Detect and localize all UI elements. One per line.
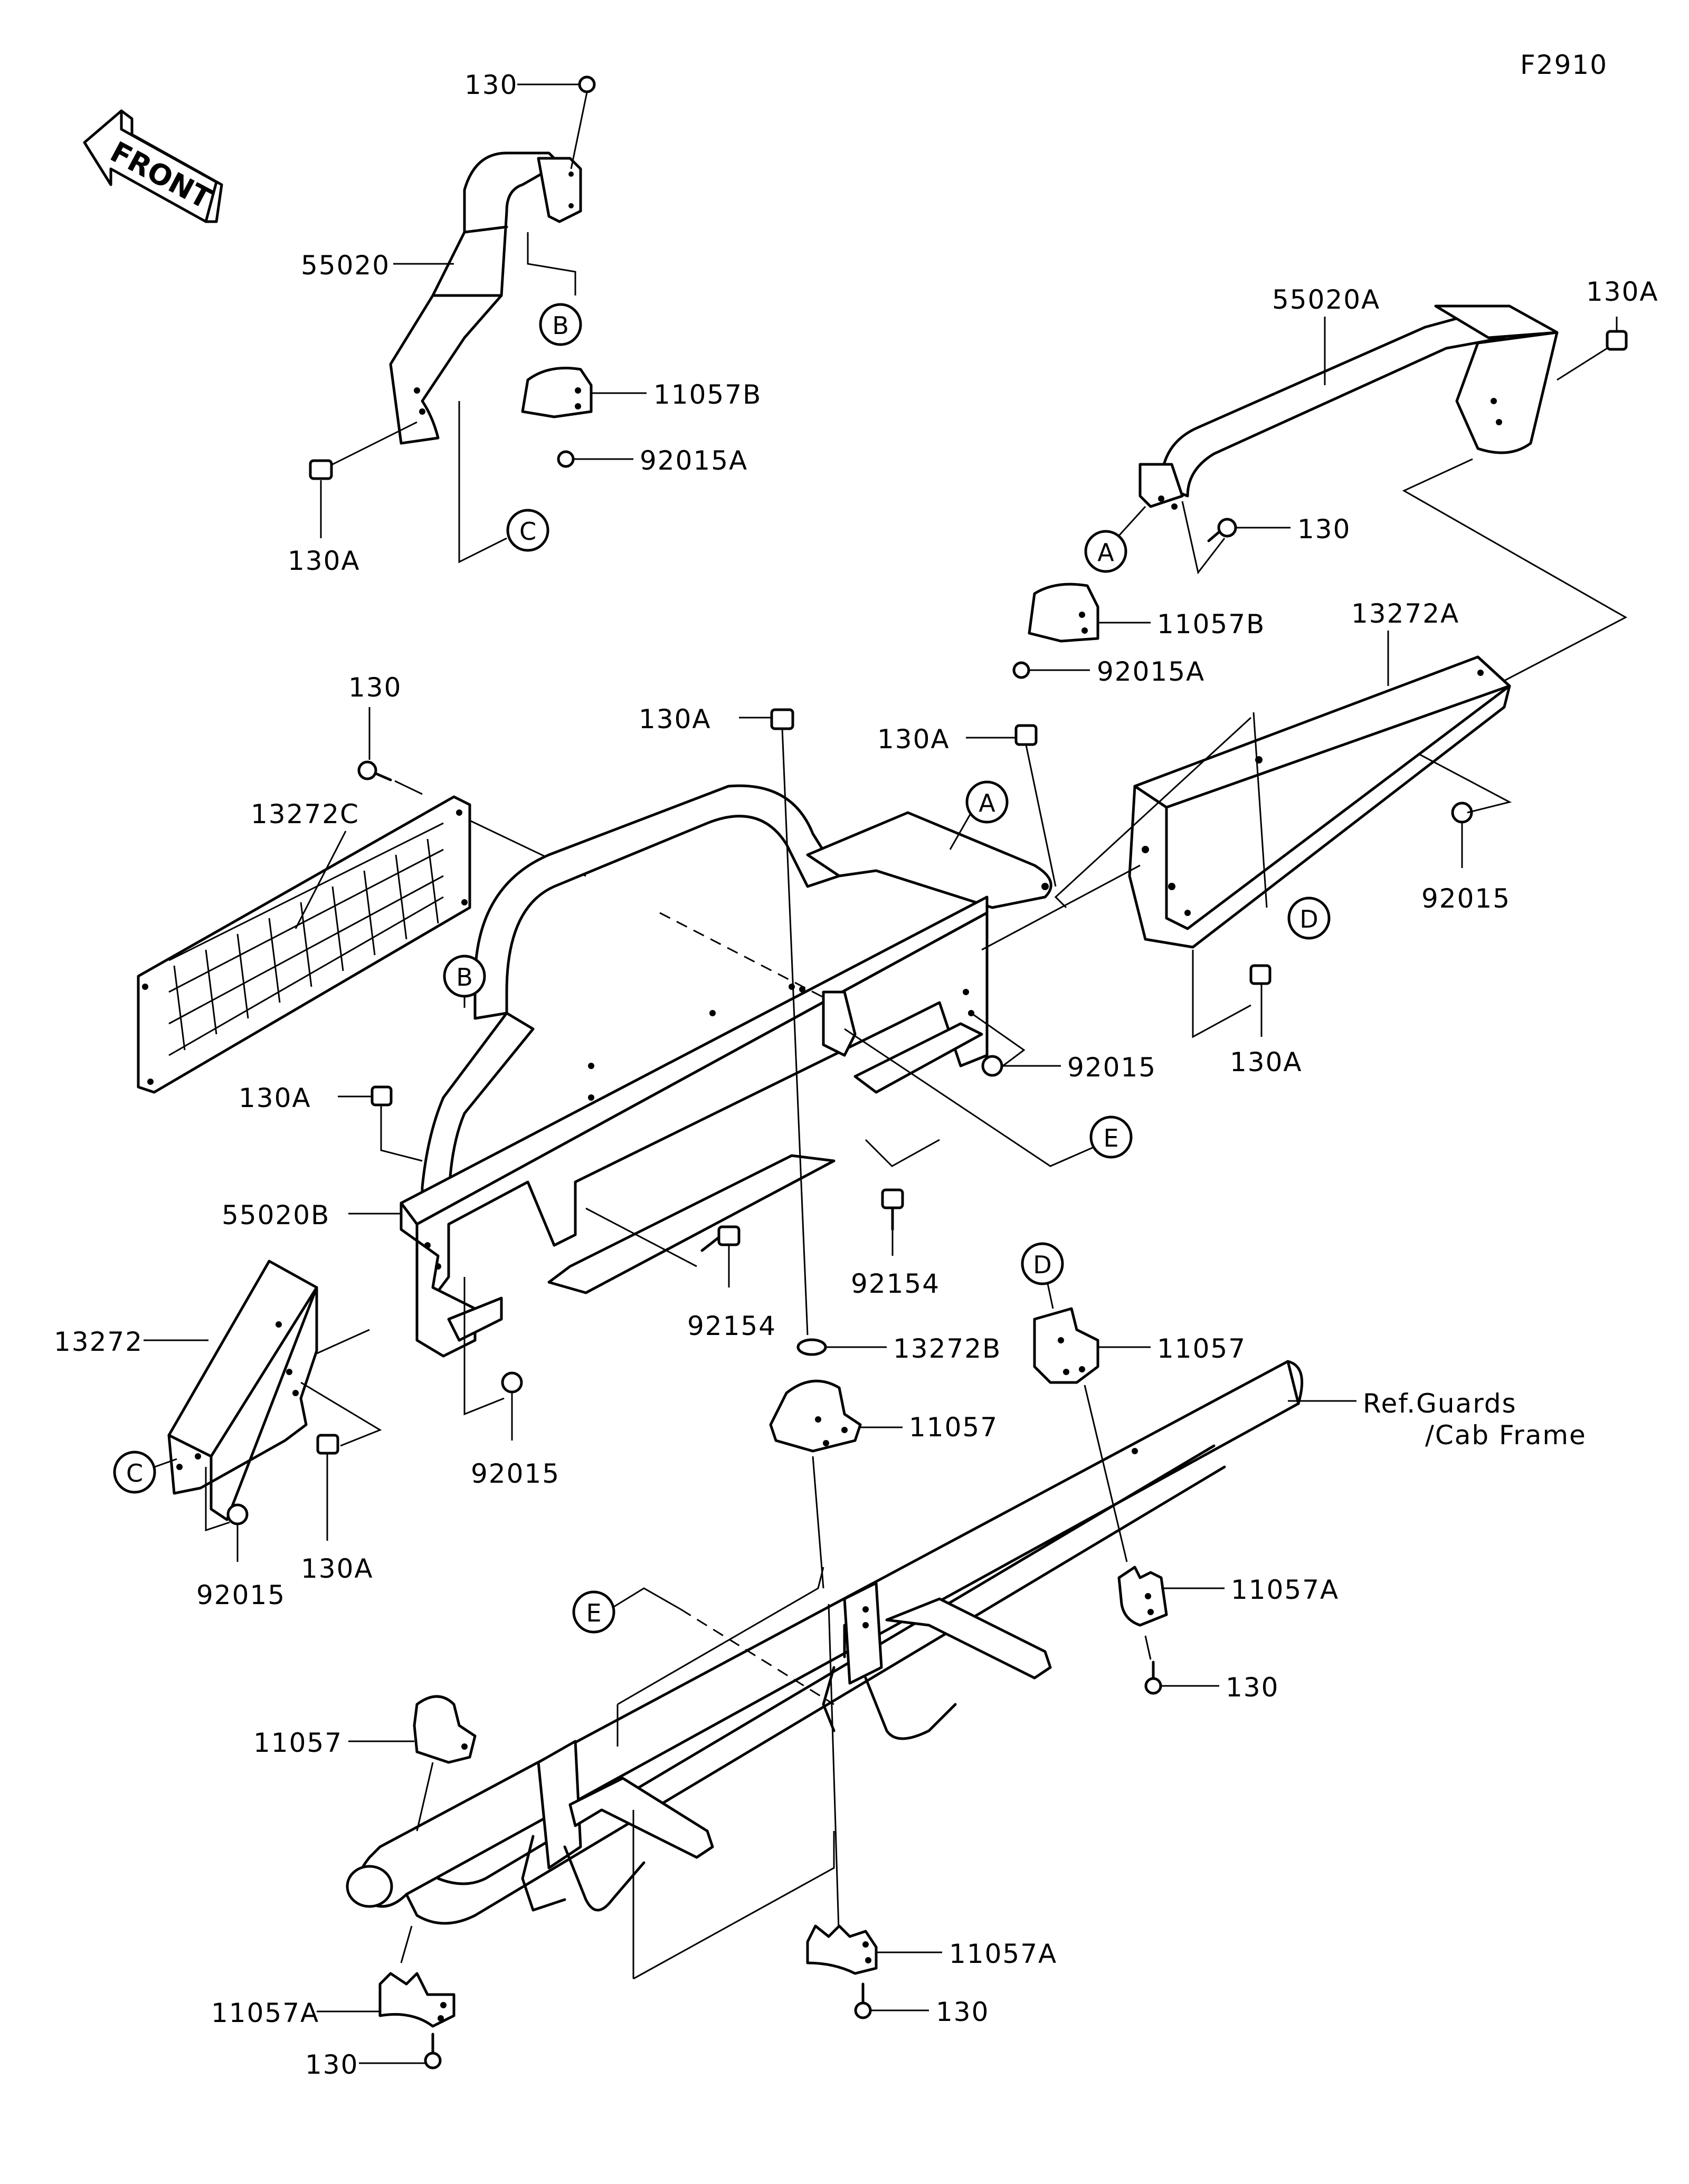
label-11057a-3: 11057A [949, 1939, 1057, 1969]
label-92015a-1: 92015A [640, 445, 748, 476]
bolt-130a-top-center-icon [770, 708, 794, 730]
label-92015-1: 92015 [1421, 883, 1511, 914]
nut-92015a-upper-left-icon [557, 450, 575, 468]
washer-13272b-icon [796, 1338, 827, 1356]
part-55020a-guard-tube [1138, 304, 1559, 510]
callout-d-upper-label: D [1299, 905, 1318, 933]
nut-92015-lower-left-icon [226, 1503, 249, 1525]
label-11057b-1: 11057B [653, 379, 762, 410]
label-130a-4: 130A [639, 704, 711, 735]
label-11057b-2: 11057B [1157, 609, 1265, 640]
callout-e-lower-label: E [586, 1599, 601, 1627]
label-13272b: 13272B [893, 1333, 1001, 1364]
nut-92015-right-icon [1451, 802, 1473, 824]
clamp-11057b-upper-left-icon [521, 367, 593, 418]
label-92015-4: 92015 [196, 1580, 286, 1610]
label-92015-2: 92015 [1067, 1052, 1156, 1083]
nut-92015a-right-icon [1012, 661, 1030, 679]
label-55020a: 55020A [1272, 284, 1380, 315]
callout-e-mid [1089, 1115, 1133, 1159]
bolt-130a-center-right-icon [1014, 724, 1038, 746]
label-130-5: 130 [305, 2049, 358, 2080]
callout-c-lower [113, 1451, 156, 1494]
part-13272a-bracket [1128, 655, 1511, 949]
part-55020b-main-guard [400, 784, 1052, 1358]
bolt-130-bottom-left-icon [424, 2033, 442, 2069]
label-11057-1: 11057 [909, 1412, 998, 1443]
reference-note-line2: /Cab Frame [1425, 1420, 1587, 1451]
label-92154-2: 92154 [687, 1311, 776, 1341]
callout-e-mid-label: E [1103, 1124, 1118, 1152]
label-11057a-1: 11057A [1231, 1575, 1339, 1605]
bolt-130-top-icon [578, 75, 596, 93]
label-130-6: 130 [936, 1997, 989, 2027]
label-92154-1: 92154 [851, 1269, 940, 1299]
label-130-3: 130 [348, 672, 402, 703]
callout-a-mid-label: A [979, 789, 995, 817]
callout-a-upper-label: A [1097, 538, 1114, 567]
bolt-130a-left-mid-icon [371, 1085, 393, 1107]
front-direction-arrow: FRONT [83, 109, 223, 223]
part-13272-bracket [167, 1260, 318, 1521]
clamp-11057a-right-icon [1117, 1566, 1168, 1627]
nut-92015-lower-mid-icon [501, 1371, 523, 1394]
part-13272c-grille [137, 795, 471, 1094]
callout-b-upper-label: B [552, 311, 569, 340]
label-130a-3: 130A [1230, 1047, 1303, 1077]
nut-92015-center-icon [981, 1055, 1003, 1077]
mount-11057-right-icon [1033, 1307, 1099, 1384]
callout-d-upper [1287, 897, 1331, 940]
callout-b-mid-label: B [456, 963, 473, 991]
label-11057a-2: 11057A [211, 1998, 319, 2028]
label-130a-5: 130A [877, 724, 950, 755]
callout-d-lower [1021, 1242, 1064, 1285]
callout-b-upper [539, 303, 582, 346]
clamp-11057a-lower-center-icon [806, 1924, 878, 1975]
bolt-130a-upper-right-icon [1606, 330, 1628, 351]
callout-a-mid [965, 780, 1009, 824]
part-55020-guard-tube [389, 151, 582, 445]
callout-d-lower-label: D [1033, 1251, 1051, 1279]
mount-11057-left-icon [413, 1695, 477, 1764]
bolt-130a-lower-left-icon [316, 1434, 339, 1455]
label-130a-2: 130A [1586, 276, 1659, 307]
bolt-130-right-lower-icon [1144, 1661, 1162, 1695]
label-92015a-2: 92015A [1097, 656, 1205, 687]
label-130a-6: 130A [239, 1083, 311, 1113]
clamp-11057b-upper-right-icon [1028, 583, 1099, 643]
bolt-130a-lower-right-icon [1249, 964, 1272, 985]
mount-11057-center-icon [769, 1379, 862, 1453]
reference-note-line1: Ref.Guards [1363, 1388, 1517, 1419]
callout-c-upper [506, 509, 549, 552]
bolt-130-bottom-center-icon [854, 1982, 872, 2019]
bolt-130-grille-icon [357, 760, 392, 781]
label-130a-7: 130A [301, 1553, 374, 1584]
label-130-top: 130 [464, 70, 518, 100]
figure-id: F2910 [1520, 50, 1608, 80]
label-11057-2: 11057 [1157, 1333, 1246, 1364]
bolt-92154-upper-icon [881, 1188, 904, 1231]
label-130-4: 130 [1226, 1672, 1279, 1703]
callout-a-upper [1084, 530, 1127, 573]
label-13272c: 13272C [251, 799, 359, 829]
callout-e-lower [572, 1590, 615, 1634]
label-11057-3: 11057 [253, 1728, 343, 1758]
label-130-2: 130 [1297, 514, 1351, 545]
label-55020: 55020 [301, 250, 390, 281]
label-55020b: 55020B [222, 1200, 330, 1231]
bolt-130-mid-right-icon [1207, 518, 1237, 542]
callout-c-upper-label: C [519, 517, 536, 546]
label-13272: 13272 [54, 1327, 143, 1357]
callout-c-lower-label: C [126, 1459, 143, 1487]
bolt-92154-lower-icon [700, 1225, 741, 1252]
label-130a-1: 130A [288, 546, 360, 576]
callout-b-mid [443, 955, 486, 998]
clamp-11057a-lower-left-icon [378, 1972, 456, 2028]
bolt-130a-upper-left-icon [309, 459, 333, 480]
label-92015-3: 92015 [471, 1458, 560, 1489]
label-13272a: 13272A [1351, 598, 1459, 629]
ref-cab-frame [346, 1360, 1304, 1925]
